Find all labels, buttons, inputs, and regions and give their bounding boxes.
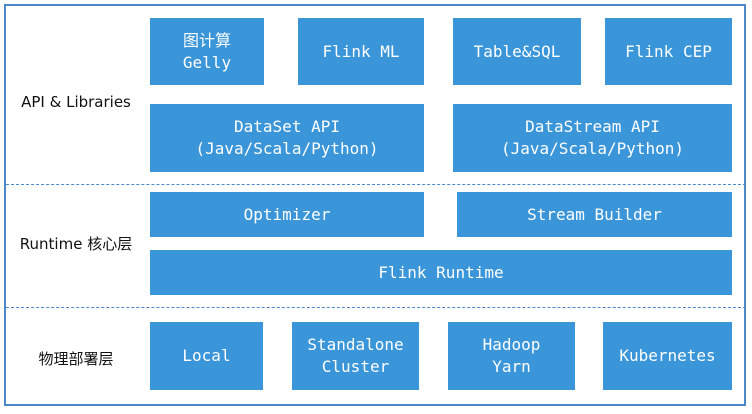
api-box-datastream: DataStream API (Java/Scala/Python) bbox=[453, 104, 732, 172]
layer-divider-api-runtime bbox=[6, 184, 746, 185]
library-box-gelly: 图计算 Gelly bbox=[150, 18, 264, 85]
runtime-box-optimizer: Optimizer bbox=[150, 192, 424, 237]
runtime-box-flink-runtime-label: Flink Runtime bbox=[378, 262, 504, 282]
runtime-box-stream-builder: Stream Builder bbox=[457, 192, 732, 237]
api-box-datastream-line1: DataStream API bbox=[525, 117, 660, 136]
deploy-box-standalone-line1: Standalone bbox=[307, 335, 404, 354]
runtime-box-optimizer-label: Optimizer bbox=[243, 204, 331, 224]
deploy-box-hadoop-yarn: Hadoop Yarn bbox=[448, 322, 575, 390]
api-box-dataset-line1: DataSet API bbox=[234, 117, 340, 136]
deploy-box-hadoop-line2: Yarn bbox=[492, 357, 531, 376]
deploy-box-standalone-cluster: Standalone Cluster bbox=[292, 322, 419, 390]
library-box-flink-ml: Flink ML bbox=[298, 18, 424, 85]
library-box-flink-ml-label: Flink ML bbox=[322, 41, 400, 61]
deploy-box-standalone-line2: Cluster bbox=[321, 357, 390, 376]
deploy-box-local-label: Local bbox=[182, 346, 231, 365]
layer-label-deployment: 物理部署层 bbox=[38, 349, 114, 368]
deploy-box-hadoop-line1: Hadoop bbox=[482, 335, 541, 354]
deploy-box-local: Local bbox=[150, 322, 263, 390]
runtime-box-stream-builder-label: Stream Builder bbox=[527, 204, 662, 224]
api-box-datastream-line2: (Java/Scala/Python) bbox=[500, 139, 685, 158]
library-box-flink-cep: Flink CEP bbox=[605, 18, 732, 85]
library-box-flink-cep-label: Flink CEP bbox=[625, 41, 712, 61]
deploy-box-kubernetes-label: Kubernetes bbox=[619, 346, 716, 365]
runtime-box-flink-runtime: Flink Runtime bbox=[150, 250, 732, 295]
deploy-box-kubernetes: Kubernetes bbox=[603, 322, 732, 390]
library-box-gelly-line2: Gelly bbox=[182, 52, 232, 72]
layer-label-api-libraries: API & Libraries bbox=[21, 93, 131, 111]
library-box-table-sql-label: Table&SQL bbox=[473, 41, 561, 61]
api-box-dataset: DataSet API (Java/Scala/Python) bbox=[150, 104, 424, 172]
api-box-dataset-line2: (Java/Scala/Python) bbox=[195, 139, 379, 158]
library-box-gelly-line1: 图计算 bbox=[182, 30, 231, 50]
layer-divider-runtime-deploy bbox=[6, 307, 746, 308]
layer-label-runtime: Runtime 核心层 bbox=[19, 234, 133, 253]
library-box-table-sql: Table&SQL bbox=[453, 18, 581, 85]
